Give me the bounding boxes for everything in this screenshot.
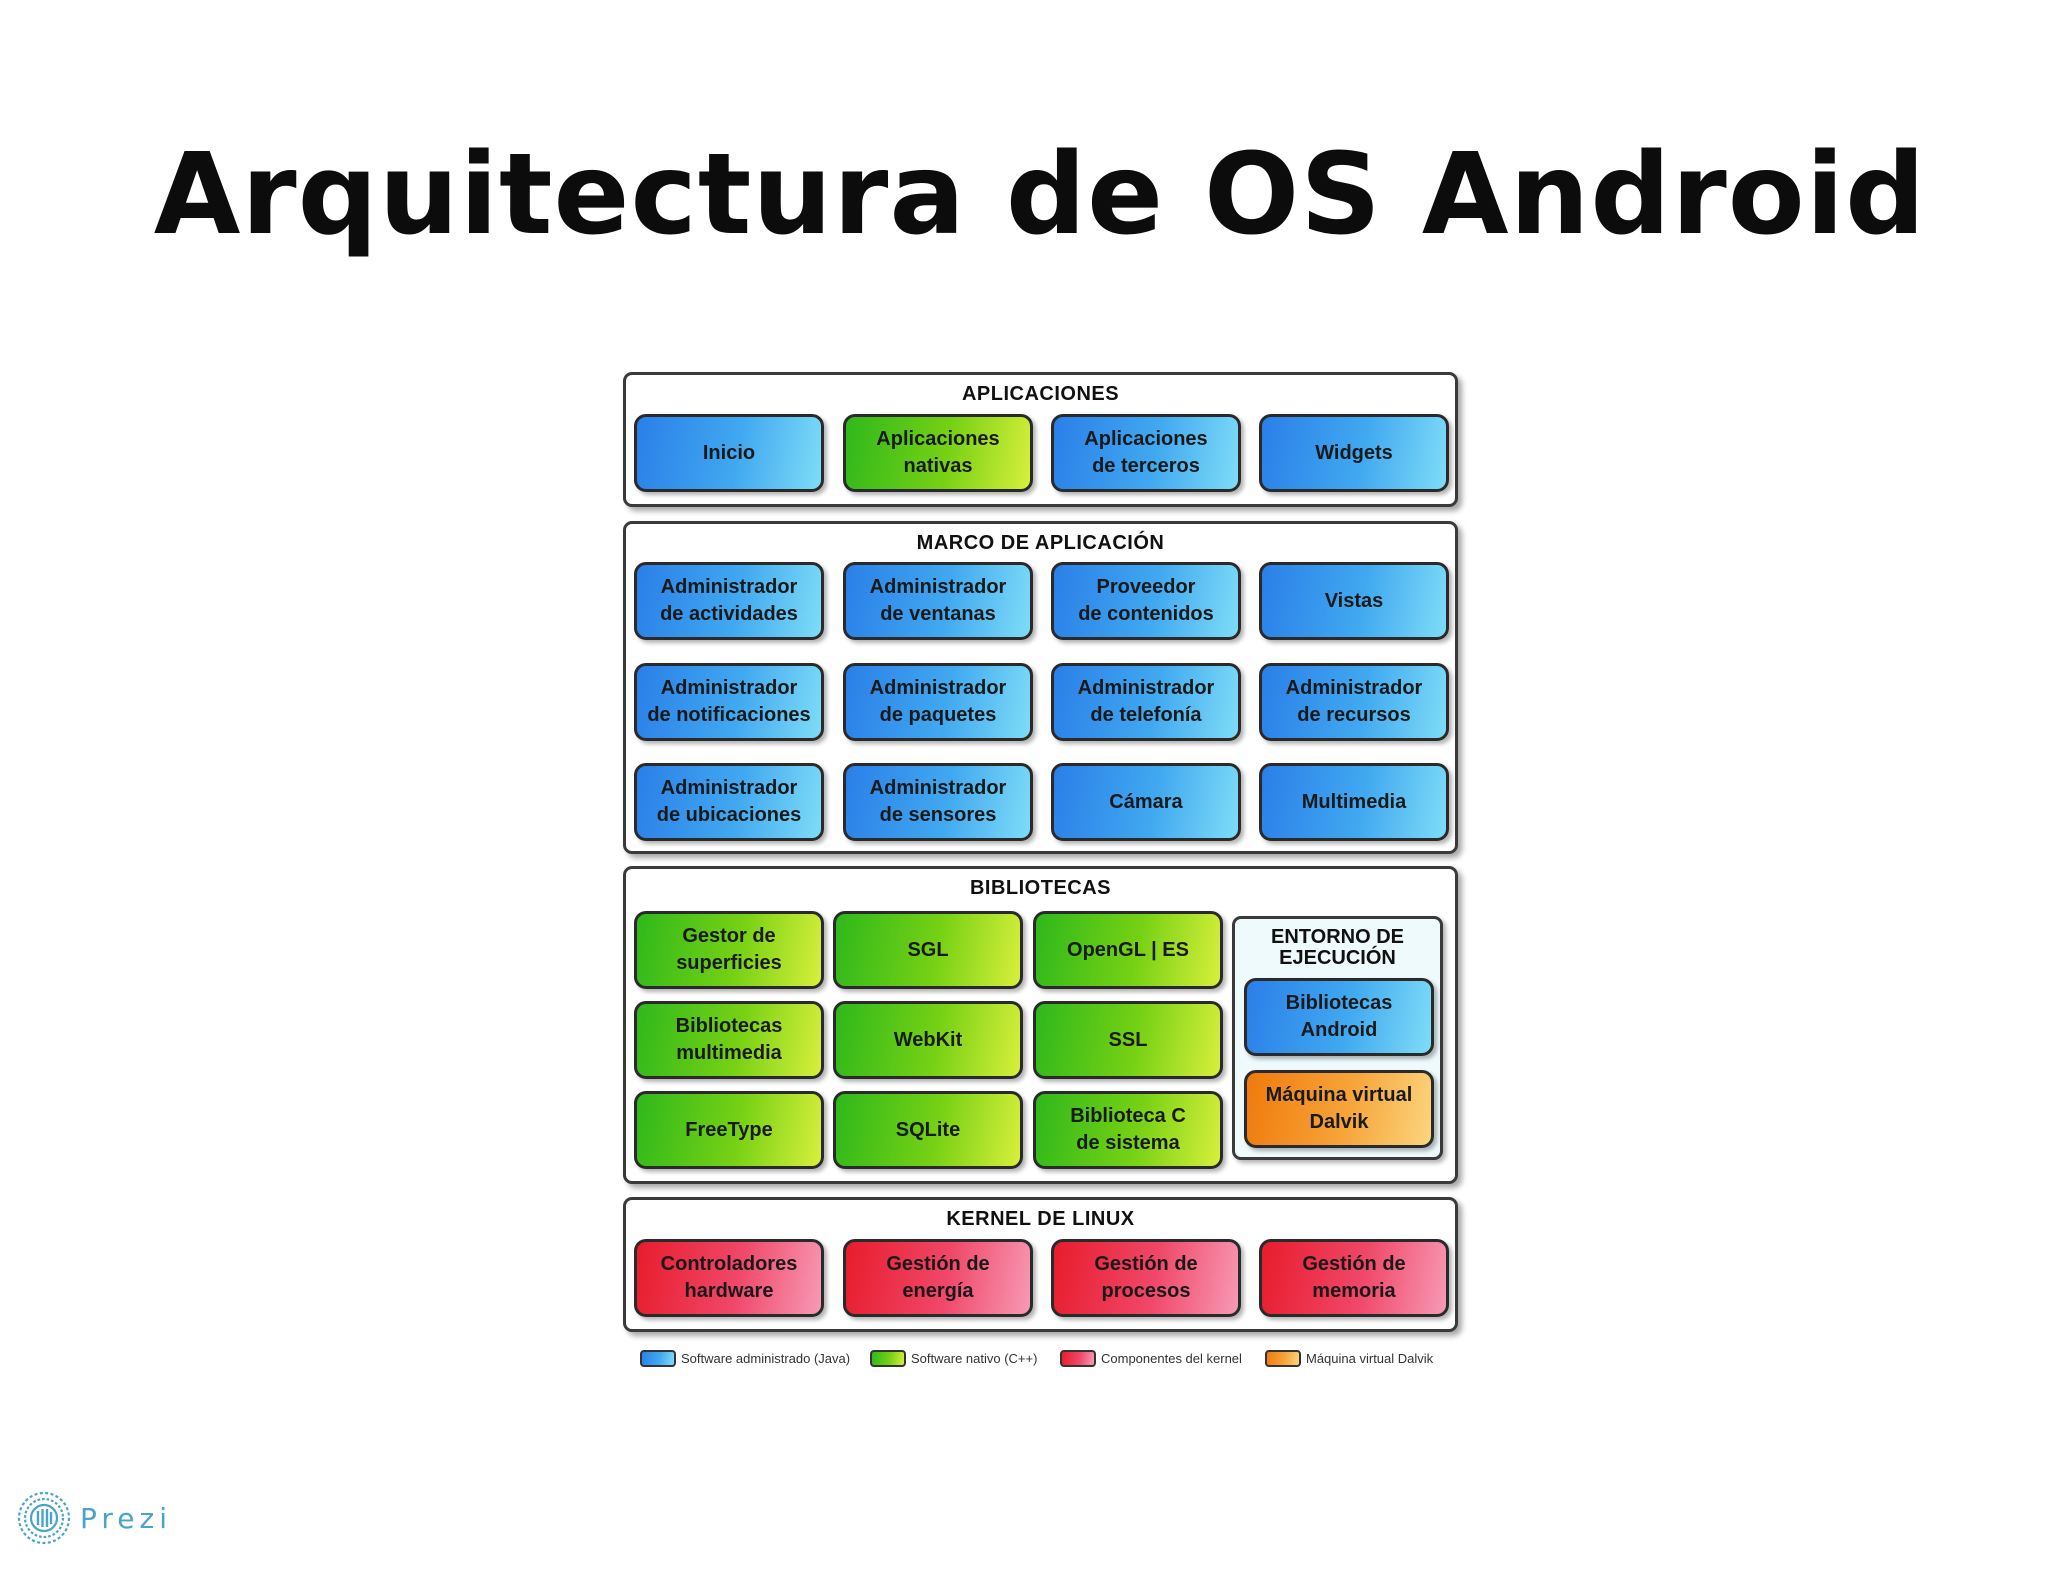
legend-label-kernel: Componentes del kernel: [1101, 1350, 1242, 1366]
box-admin-recursos: Administrador de recursos: [1259, 663, 1449, 741]
layer-title-bibliotecas: BIBLIOTECAS: [969, 877, 1112, 899]
box-admin-actividades: Administrador de actividades: [634, 562, 824, 640]
box-sgl: SGL: [833, 911, 1023, 989]
legend-label-cpp: Software nativo (C++): [911, 1350, 1038, 1366]
legend-label-java: Software administrado (Java): [681, 1350, 851, 1366]
box-proveedor-contenidos: Proveedor de contenidos: [1051, 562, 1241, 640]
box-biblioteca-c: Biblioteca C de sistema: [1033, 1091, 1223, 1169]
box-aplicaciones-terceros: Aplicaciones de terceros: [1051, 414, 1241, 492]
box-admin-sensores: Administrador de sensores: [843, 763, 1033, 841]
legend-label-dalvik: Máquina virtual Dalvik: [1306, 1350, 1434, 1366]
layer-title-aplicaciones: APLICACIONES: [961, 383, 1120, 405]
legend-item-dalvik: Máquina virtual Dalvik: [1265, 1348, 1433, 1368]
box-aplicaciones-nativas: Aplicaciones nativas: [843, 414, 1033, 492]
prezi-logo: Prezi: [16, 1490, 172, 1546]
box-bibliotecas-multimedia: Bibliotecas multimedia: [634, 1001, 824, 1079]
layer-title-kernel: KERNEL DE LINUX: [946, 1208, 1135, 1230]
box-gestion-procesos: Gestión de procesos: [1051, 1239, 1241, 1317]
legend-swatch-dalvik: [1265, 1349, 1301, 1367]
box-admin-ubicaciones: Administrador de ubicaciones: [634, 763, 824, 841]
legend-item-kernel: Componentes del kernel: [1060, 1348, 1242, 1368]
runtime-panel: ENTORNO DE EJECUCIÓN Bibliotecas Android…: [1232, 916, 1443, 1160]
box-widgets: Widgets: [1259, 414, 1449, 492]
box-sqlite: SQLite: [833, 1091, 1023, 1169]
layer-marco-aplicacion: MARCO DE APLICACIÓN Administrador de act…: [623, 521, 1458, 854]
box-inicio: Inicio: [634, 414, 824, 492]
box-freetype: FreeType: [634, 1091, 824, 1169]
layer-title-marco: MARCO DE APLICACIÓN: [916, 532, 1165, 554]
box-maquina-virtual-dalvik: Máquina virtual Dalvik: [1244, 1070, 1434, 1148]
legend-item-cpp: Software nativo (C++): [870, 1348, 1037, 1368]
legend-swatch-cpp: [870, 1349, 906, 1367]
box-admin-notificaciones: Administrador de notificaciones: [634, 663, 824, 741]
box-webkit: WebKit: [833, 1001, 1023, 1079]
legend-swatch-kernel: [1060, 1349, 1096, 1367]
box-bibliotecas-android: Bibliotecas Android: [1244, 978, 1434, 1056]
layer-kernel: KERNEL DE LINUX Controladores hardware G…: [623, 1197, 1458, 1332]
runtime-title: ENTORNO DE EJECUCIÓN: [1271, 926, 1404, 969]
box-ssl: SSL: [1033, 1001, 1223, 1079]
legend-item-java: Software administrado (Java): [640, 1348, 850, 1368]
box-opengl-es: OpenGL | ES: [1033, 911, 1223, 989]
layer-aplicaciones: APLICACIONES Inicio Aplicaciones nativas…: [623, 372, 1458, 507]
slide-title: Arquitectura de OS Android: [153, 130, 1927, 260]
box-multimedia: Multimedia: [1259, 763, 1449, 841]
box-admin-ventanas: Administrador de ventanas: [843, 562, 1033, 640]
prezi-logo-text: Prezi: [80, 1501, 172, 1535]
legend-swatch-java: [640, 1349, 676, 1367]
box-gestion-energia: Gestión de energía: [843, 1239, 1033, 1317]
box-camara: Cámara: [1051, 763, 1241, 841]
box-gestor-superficies: Gestor de superficies: [634, 911, 824, 989]
box-admin-telefonia: Administrador de telefonía: [1051, 663, 1241, 741]
box-admin-paquetes: Administrador de paquetes: [843, 663, 1033, 741]
box-vistas: Vistas: [1259, 562, 1449, 640]
prezi-logo-icon: [17, 1491, 71, 1545]
box-controladores-hardware: Controladores hardware: [634, 1239, 824, 1317]
layer-bibliotecas: BIBLIOTECAS Gestor de superficies SGL Op…: [623, 866, 1458, 1184]
box-gestion-memoria: Gestión de memoria: [1259, 1239, 1449, 1317]
